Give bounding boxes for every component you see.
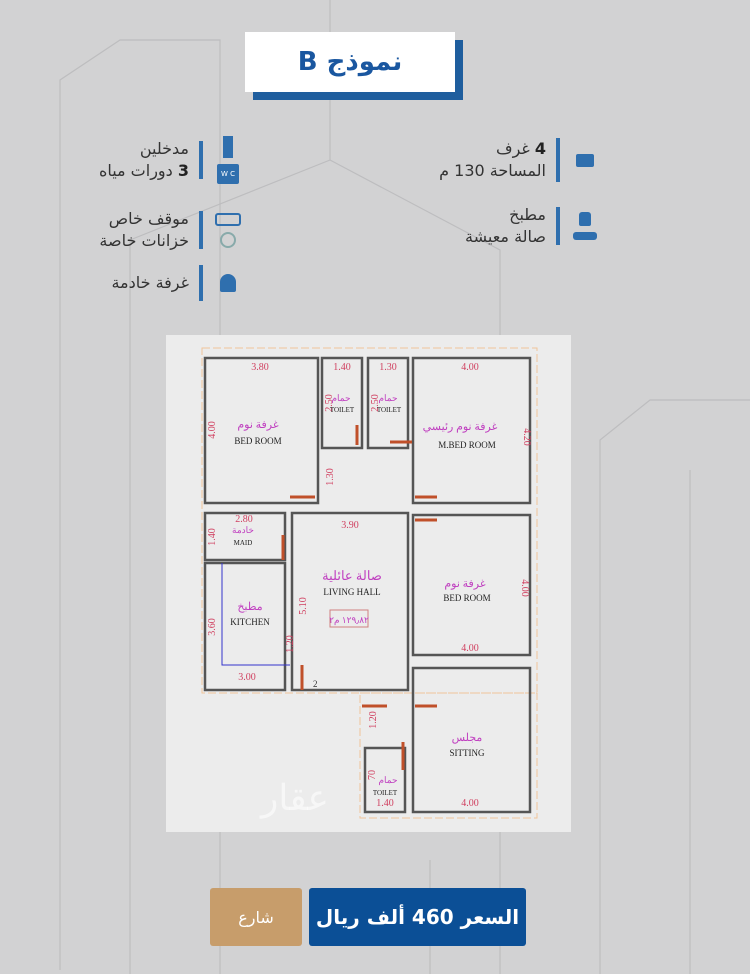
door-icon	[223, 136, 233, 158]
area-label: المساحة 130 م	[439, 161, 546, 180]
room-master-bedroom	[411, 356, 532, 505]
person-icon	[220, 274, 236, 292]
dim-label: 1.30	[379, 362, 397, 373]
toilets-count: 3	[177, 161, 189, 180]
room-label-ar: صالة عائلية	[322, 568, 382, 583]
room-label-en: TOILET	[377, 406, 402, 414]
price-button[interactable]: السعر 460 ألف ريال	[309, 888, 526, 946]
dim-label: 1.40	[333, 362, 351, 373]
sofa-icon	[573, 232, 597, 240]
rooms-label: غرف	[495, 139, 530, 158]
divider	[556, 207, 560, 245]
price-value: 460	[411, 905, 454, 929]
room-maid	[203, 511, 287, 562]
dim-label: 4.00	[461, 362, 479, 373]
dim-label: 1.20	[285, 635, 296, 653]
room-label-en: M.BED ROOM	[438, 440, 496, 450]
room-label-en: TOILET	[373, 789, 398, 797]
dim-label: 3.00	[238, 672, 256, 683]
room-label-en: LIVING HALL	[323, 587, 380, 597]
feature-rooms-area: 4 غرف المساحة 130 م	[439, 138, 600, 182]
wc-icon: W C	[217, 164, 239, 184]
dim-label: 1.30	[325, 468, 336, 486]
maid-label: غرفة خادمة	[111, 273, 189, 292]
room-label-en: MAID	[234, 539, 253, 547]
price-suffix: ألف ريال	[315, 905, 405, 929]
room-label-ar: مطبخ	[237, 601, 262, 613]
plan-boundary-lower	[359, 692, 538, 819]
living-area-label: ١٢٩٫٨٢ م٢	[329, 615, 369, 626]
dim-label: 4.00	[207, 421, 218, 439]
door-number: 2	[313, 679, 318, 689]
dim-label: 2.50	[370, 394, 381, 412]
room-label-ar: حمام	[378, 393, 397, 404]
room-label-ar: غرفة نوم رئيسي	[423, 421, 498, 433]
room-label-ar: حمام	[378, 775, 397, 786]
room-bedroom3	[411, 513, 532, 657]
feature-kitchen-living: مطبخ صالة معيشة	[465, 204, 600, 248]
room-sitting	[411, 666, 532, 814]
divider	[199, 265, 203, 301]
price-prefix: السعر	[460, 905, 520, 929]
dim-label: 1.40	[376, 798, 394, 809]
room-label-en: BED ROOM	[234, 436, 281, 446]
page-title: نموذج B	[245, 32, 455, 92]
feature-parking-tanks: موقف خاص خزانات خاصة	[99, 208, 243, 252]
room-label-ar: غرفة نوم	[444, 578, 486, 590]
room-living	[290, 511, 410, 692]
watermark-logo: عقار	[259, 778, 329, 819]
kitchen-label: مطبخ	[509, 205, 546, 224]
tanks-label: خزانات خاصة	[99, 231, 189, 250]
room-toilet2	[366, 356, 410, 450]
dim-label: 4.00	[461, 798, 479, 809]
dim-label: 3.60	[207, 618, 218, 636]
dim-label: 1.40	[207, 528, 218, 546]
dim-label: 4.20	[521, 428, 532, 446]
entrances-label: مدخلين	[139, 139, 189, 158]
divider	[199, 211, 203, 249]
floor-plan-drawing: 3.80 1.40 1.30 4.00 2.80 3.90 4.00 3.00 …	[201, 347, 538, 819]
plan-boundary	[201, 347, 538, 694]
feature-maid: غرفة خادمة	[111, 265, 243, 301]
divider	[199, 141, 203, 179]
toilets-label: دورات مياه	[98, 161, 173, 180]
room-label-ar: مجلس	[452, 732, 483, 744]
divider	[556, 138, 560, 182]
room-toilet1	[320, 356, 364, 450]
room-toilet3	[363, 746, 407, 814]
room-bedroom1	[203, 356, 320, 505]
parking-label: موقف خاص	[108, 209, 189, 228]
dim-label: 3.90	[341, 520, 359, 531]
car-icon	[215, 212, 241, 226]
apron-icon	[579, 212, 591, 226]
dim-label: 2.50	[324, 394, 335, 412]
area-box	[329, 609, 369, 628]
bed-icon	[576, 153, 594, 167]
room-label-en: KITCHEN	[230, 617, 270, 627]
water-drop-icon	[220, 231, 236, 248]
room-label-en: TOILET	[330, 406, 355, 414]
rooms-count: 4	[534, 139, 546, 158]
room-label-en: SITTING	[450, 748, 485, 758]
feature-entrances-toilets: W C مدخلين 3 دورات مياه	[99, 136, 243, 184]
room-kitchen	[203, 561, 287, 692]
room-label-ar: خادمة	[232, 525, 254, 535]
living-label: صالة معيشة	[465, 227, 546, 246]
dim-label: 4.00	[519, 579, 530, 597]
dim-label: 70	[367, 770, 378, 780]
dim-label: 3.80	[251, 362, 269, 373]
street-button[interactable]: شارع	[210, 888, 302, 946]
room-label-ar: غرفة نوم	[237, 419, 279, 431]
room-label-ar: حمام	[331, 393, 350, 404]
floor-plan: 3.80 1.40 1.30 4.00 2.80 3.90 4.00 3.00 …	[166, 335, 571, 832]
room-label-en: BED ROOM	[443, 593, 490, 603]
kitchen-counter	[221, 563, 290, 666]
dim-label: 4.00	[461, 643, 479, 654]
dim-label: 1.20	[368, 711, 379, 729]
dim-label: 5.10	[298, 597, 309, 615]
dim-label: 2.80	[235, 514, 253, 525]
